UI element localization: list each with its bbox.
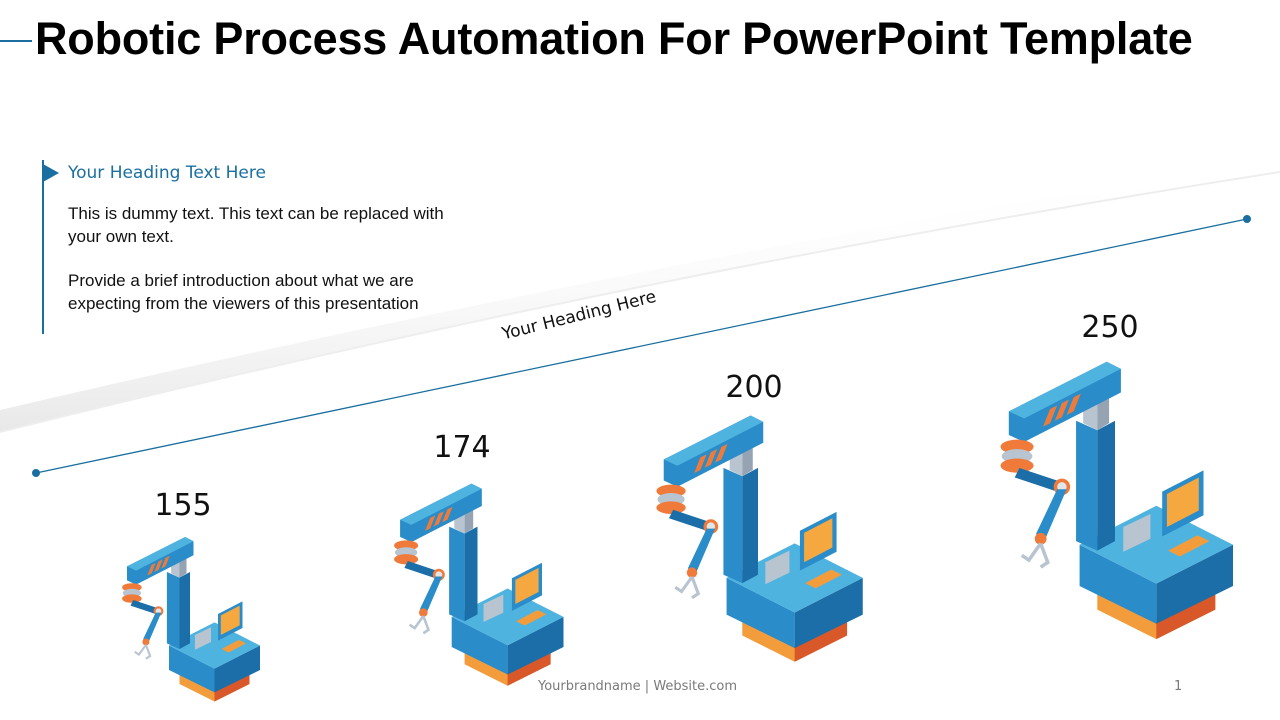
- footer-brand: Yourbrandname | Website.com: [538, 679, 738, 694]
- robot-value-4: 250: [1081, 310, 1139, 345]
- info-paragraph: This is dummy text. This text can be rep…: [68, 204, 444, 246]
- trend-line: [35, 218, 1248, 474]
- robot-value-3: 200: [725, 370, 783, 405]
- page-number: 1: [1174, 679, 1183, 694]
- robot-value-2: 174: [433, 430, 491, 465]
- band-edge: [0, 171, 1280, 433]
- robotic-arm-workstation-icon: [998, 360, 1235, 641]
- robotic-arm-workstation-icon: [121, 535, 262, 703]
- info-paragraph: Provide a brief introduction about what …: [68, 271, 419, 313]
- trend-line-end-dot: [1243, 215, 1251, 223]
- slide-title: Robotic Process Automation For PowerPoin…: [35, 13, 1193, 64]
- flag-marker-icon: [43, 164, 59, 182]
- info-body: This is dummy text. This text can be rep…: [68, 203, 448, 337]
- trend-line-start-dot: [32, 469, 40, 477]
- robot-value-1: 155: [154, 488, 212, 523]
- band-shadow: [0, 160, 1280, 432]
- robotic-arm-workstation-icon: [392, 482, 565, 687]
- title-accent-rule: [0, 40, 32, 42]
- robotic-arm-workstation-icon: [654, 413, 865, 664]
- info-heading: Your Heading Text Here: [68, 163, 266, 183]
- info-box: Your Heading Text Here This is dummy tex…: [42, 160, 444, 334]
